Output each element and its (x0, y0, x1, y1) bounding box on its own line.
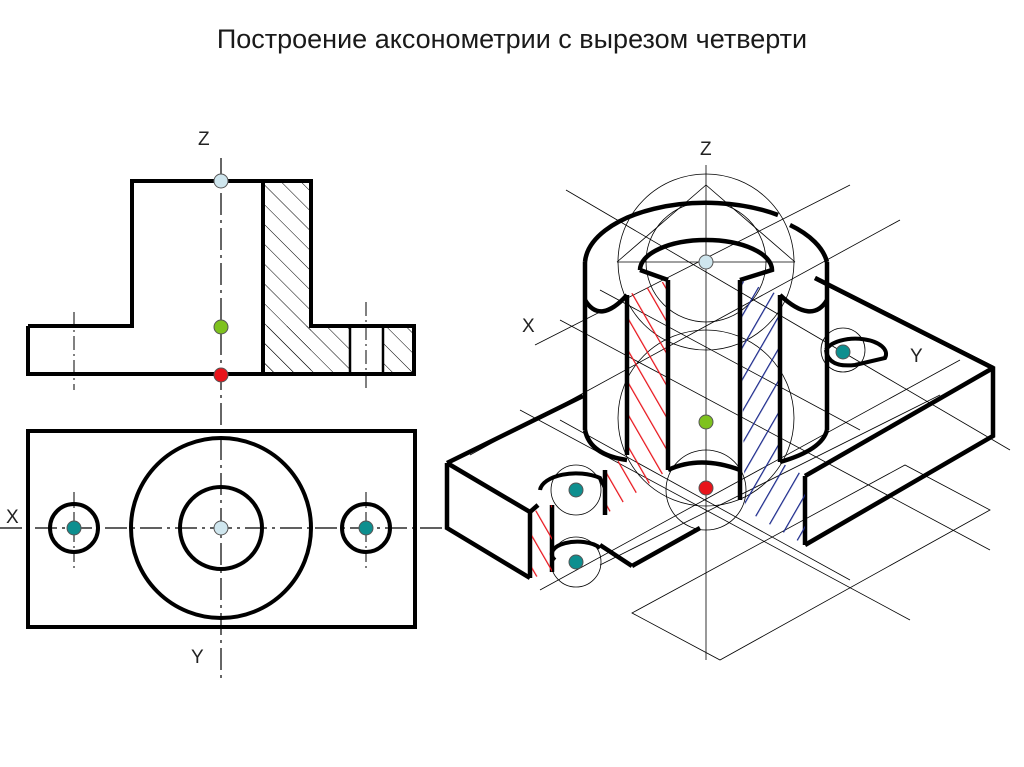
iso-point-teal-upper (568, 482, 584, 498)
boss-outer-circle (129, 436, 313, 620)
iso-y-label: Y (910, 346, 923, 367)
cut-face-blue (740, 280, 805, 545)
bore-circle (178, 485, 264, 571)
slide-title: Построение аксонометрии с вырезом четвер… (216, 24, 808, 54)
isometric-view: Z X Y (444, 139, 1011, 661)
top-view: X Y (0, 429, 445, 668)
point-green (213, 319, 229, 335)
iso-point-lightblue (698, 254, 714, 270)
iso-point-teal-right (835, 344, 851, 360)
cut-face-red (605, 280, 668, 515)
iso-point-green (698, 414, 714, 430)
front-z-label: Z (198, 129, 210, 150)
cylinder (582, 200, 830, 515)
iso-z-label: Z (700, 139, 712, 160)
cut-face-red-small (532, 505, 552, 578)
top-x-label: X (6, 507, 19, 528)
point-lightblue-top (213, 520, 229, 536)
base-end-hatch (383, 326, 414, 374)
top-y-label: Y (191, 647, 204, 668)
iso-hole-features (538, 336, 889, 562)
iso-point-teal-lower (568, 554, 584, 570)
point-teal-left (66, 520, 82, 536)
iso-x-label: X (522, 316, 535, 337)
iso-point-red (698, 480, 714, 496)
front-view: Z (26, 129, 416, 678)
top-outline (26, 429, 417, 629)
point-teal-right (358, 520, 374, 536)
base-section-hatch (263, 326, 350, 374)
point-red (213, 367, 229, 383)
point-lightblue (213, 173, 229, 189)
front-outline (26, 179, 416, 376)
